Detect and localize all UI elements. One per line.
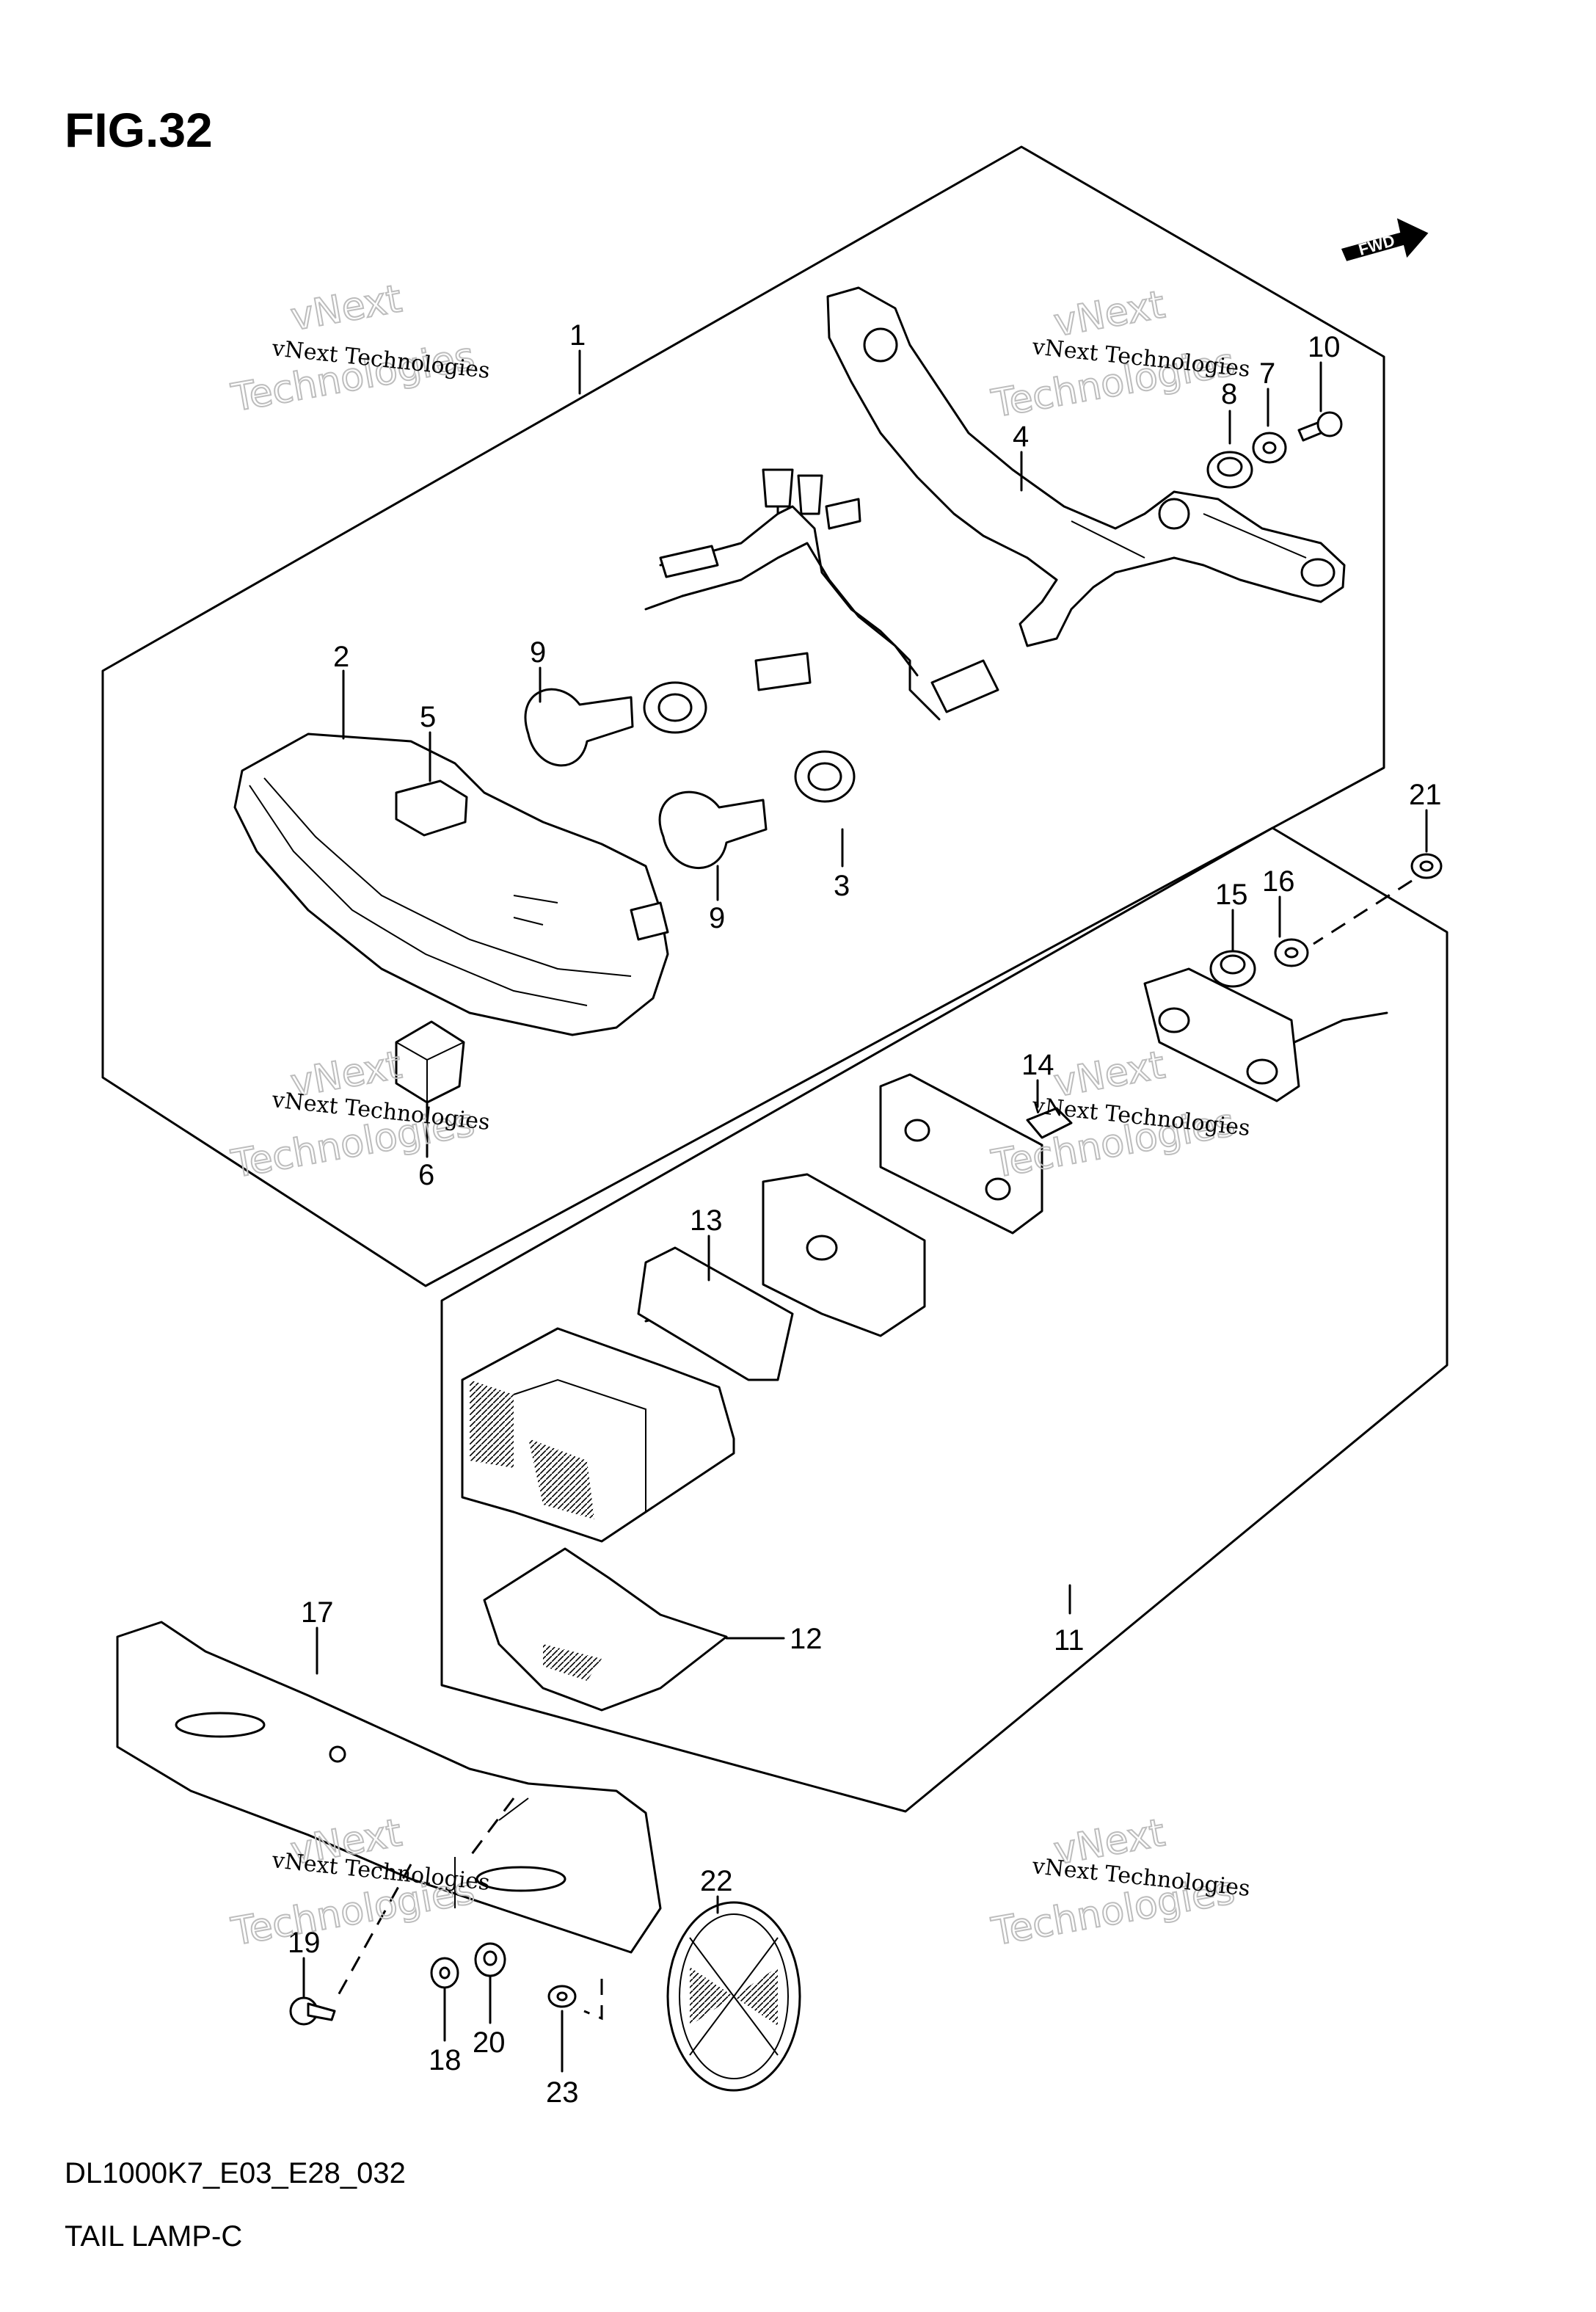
- callout-18: 18: [429, 2044, 462, 2076]
- lens-frame: [879, 1073, 1043, 1235]
- model-code: DL1000K7_E03_E28_032: [65, 2157, 406, 2189]
- callout-5: 5: [420, 701, 436, 733]
- bulb-lower-part-9: [658, 790, 768, 869]
- rubber-grommet-part-8: [1206, 451, 1253, 489]
- screw-part-19: [289, 1996, 336, 2026]
- watermark-bottom-right: vNext Technologies vNext Technologies: [988, 1810, 1251, 1955]
- callout-7: 7: [1259, 357, 1275, 390]
- wiring-harness-part-3: [643, 468, 999, 803]
- fwd-label: FWD: [1356, 231, 1396, 259]
- cushion-part-15: [1209, 950, 1256, 988]
- assembly-box-1: [101, 145, 1385, 1287]
- callout-10: 10: [1308, 331, 1341, 363]
- lamp-base-with-cable: [1143, 967, 1388, 1102]
- watermark-top-right: vNext Technologies vNext Technologies: [988, 282, 1251, 427]
- callout-22: 22: [700, 1865, 733, 1897]
- bulb-part-14: [1026, 1107, 1073, 1139]
- callout-20: 20: [473, 2026, 506, 2059]
- svg-text:vNext: vNext: [288, 277, 405, 339]
- callout-6: 6: [418, 1159, 434, 1191]
- washer-part-7: [1252, 432, 1287, 464]
- nut-part-21: [1410, 853, 1443, 879]
- figure-caption: TAIL LAMP-C: [65, 2220, 242, 2253]
- callout-9b: 9: [709, 902, 725, 934]
- assembly-box-11: [440, 826, 1449, 1813]
- callout-21: 21: [1409, 779, 1442, 811]
- gasket-part-13: [637, 1246, 794, 1381]
- callout-14: 14: [1021, 1049, 1054, 1081]
- callout-2: 2: [333, 641, 349, 673]
- callout-4: 4: [1013, 421, 1029, 453]
- callout-15: 15: [1215, 879, 1248, 911]
- figure-title: FIG.32: [65, 103, 213, 157]
- lamp-bracket-part-4: [826, 286, 1346, 647]
- svg-text:vNext: vNext: [1051, 283, 1168, 345]
- washer-part-18: [430, 1957, 459, 1989]
- reflector-part-12: [483, 1547, 728, 1712]
- callout-17: 17: [301, 1596, 334, 1629]
- screw-part-10: [1297, 411, 1343, 442]
- callout-9a: 9: [530, 636, 546, 669]
- washer-part-16: [1274, 938, 1309, 967]
- callout-23: 23: [546, 2076, 579, 2109]
- callout-12: 12: [790, 1623, 823, 1655]
- callout-11: 11: [1054, 1624, 1085, 1657]
- callout-1: 1: [569, 319, 586, 352]
- pad-part-5: [395, 779, 468, 837]
- forward-direction-badge: FWD: [1341, 218, 1429, 261]
- callout-16: 16: [1262, 865, 1295, 898]
- callout-8: 8: [1221, 378, 1237, 410]
- pad-part-6: [395, 1020, 465, 1104]
- license-bracket-part-17: [116, 1621, 662, 1954]
- cushion-part-20: [474, 1942, 506, 1977]
- callout-3: 3: [834, 870, 850, 902]
- tail-lamp-housing-part-2: [233, 733, 669, 1036]
- callout-13: 13: [690, 1204, 723, 1237]
- watermark-top-left: vNext Technologies vNext Technologies: [227, 276, 491, 421]
- lamp-socket-housing: [762, 1173, 926, 1337]
- bulb-upper-part-9: [524, 688, 634, 767]
- reflex-reflector-part-22: [666, 1901, 801, 2092]
- nut-part-23: [547, 1985, 577, 2008]
- callout-19: 19: [288, 1927, 321, 1959]
